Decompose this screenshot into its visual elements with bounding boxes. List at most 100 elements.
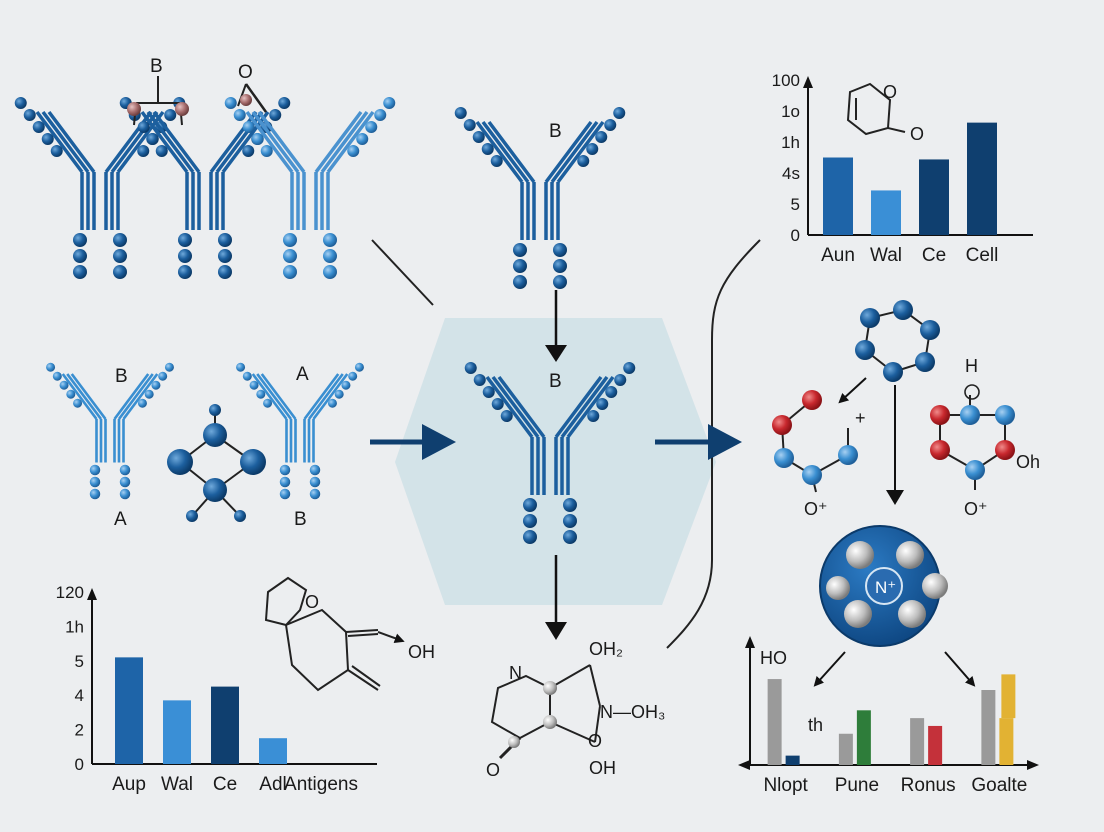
label-o2-bottom-mid: O <box>486 760 500 780</box>
x-axis-arrow-left <box>738 760 750 770</box>
connector-line-left <box>371 239 434 306</box>
label-o-bottom-left: O <box>305 592 319 612</box>
antibody-top-left-1 <box>14 97 186 279</box>
chart-bar <box>785 755 800 765</box>
label-o-top-left: O <box>238 62 253 83</box>
chart-bar <box>981 690 996 765</box>
x-axis-arrow-right <box>1027 760 1039 770</box>
x-tick-label: Nlopt <box>763 775 808 796</box>
chart-bar <box>928 725 943 765</box>
y-tick-label: 100 <box>772 71 800 90</box>
antibody-mid-left-2 <box>236 362 364 500</box>
label-ho-bottom-right: HO <box>760 648 787 668</box>
x-tick-label: Ce <box>922 245 946 266</box>
x-tick-label: Ce <box>213 774 237 795</box>
label-plus: + <box>855 408 866 428</box>
y-tick-label: 0 <box>791 226 800 245</box>
chart-bar <box>211 686 239 764</box>
diamond-molecule <box>167 404 266 522</box>
label-o-bottom-mid: O <box>588 731 602 751</box>
label-oplus-left: O⁺ <box>804 499 828 519</box>
arrow-sphere-right <box>944 651 976 687</box>
y-tick-label: 1o <box>781 102 800 121</box>
y-axis-arrow <box>87 588 97 600</box>
chart-bar <box>823 157 853 235</box>
x-tick-label: Adl <box>259 774 286 795</box>
label-oh-right: Oh <box>1016 452 1040 472</box>
chart-bar <box>910 718 925 765</box>
arrowhead-down-bottom <box>545 622 567 640</box>
top-right-molecule: O O <box>846 82 924 144</box>
y-tick-label: 1h <box>781 133 800 152</box>
arrowhead-right-right <box>708 424 742 460</box>
chart-bar <box>999 718 1014 765</box>
antibody-group <box>14 97 636 544</box>
antibody-top-middle <box>454 107 626 289</box>
label-b-top-middle: B <box>549 121 562 142</box>
top-left-molecule: B O <box>127 56 268 126</box>
label-a-mid-left: A <box>296 364 309 385</box>
x-tick-label: Cell <box>966 245 999 266</box>
nitrogen-sphere: N⁺ <box>819 525 948 647</box>
bottom-middle-structure: N OH₂ N—OH₃ O OH O <box>486 639 665 780</box>
arrowhead-ring-down <box>886 490 904 505</box>
y-tick-label: 120 <box>56 583 84 602</box>
label-b-mid-left: B <box>115 366 128 387</box>
chart-bar <box>856 710 871 765</box>
chart-bar <box>163 700 191 764</box>
arrowhead-down-top <box>545 345 567 362</box>
chart-bottom-right: Nlopt Pune Ronus Goalte <box>738 636 1039 796</box>
y-tick-label: 4s <box>782 164 800 183</box>
label-n-bottom-mid: N <box>509 663 522 683</box>
x-tick-label: Aun <box>821 245 855 266</box>
y-tick-label: 2 <box>75 721 84 740</box>
y-axis-arrow <box>745 636 755 648</box>
x-tick-label: Pune <box>835 775 879 796</box>
x-tick-label: Antigens <box>284 774 358 795</box>
chart-bar <box>919 159 949 235</box>
x-tick-label: Wal <box>870 245 902 266</box>
chart-bar <box>767 679 782 765</box>
ring-molecule-top <box>855 300 940 382</box>
y-tick-label: 0 <box>75 755 84 774</box>
label-oh-bottom-left: OH <box>408 642 435 662</box>
antibody-top-left-3 <box>224 97 396 279</box>
y-tick-label: 4 <box>75 686 84 705</box>
x-tick-label: Aup <box>112 774 146 795</box>
x-tick-label: Wal <box>161 774 193 795</box>
chart-bar <box>115 657 143 764</box>
antibody-mid-left-1 <box>46 362 174 500</box>
chart-bar-stack <box>1001 674 1016 719</box>
y-tick-label: 1h <box>65 617 84 636</box>
label-oh-bottom-mid: OH <box>589 758 616 778</box>
ring-molecule-left: + O⁺ <box>772 390 866 519</box>
label-oh2: OH₂ <box>589 639 623 659</box>
x-tick-label: Goalte <box>971 775 1027 796</box>
label-a-bottom-left: A <box>114 509 127 530</box>
arrowhead-right-left <box>422 424 456 460</box>
y-axis-arrow <box>803 76 813 88</box>
label-b-top-left: B <box>150 56 163 77</box>
arrow-sphere-left <box>813 651 846 687</box>
chart-bar <box>259 738 287 764</box>
chart-bar <box>838 733 853 765</box>
chart-bar <box>871 190 901 235</box>
label-o1-top-right: O <box>883 82 897 102</box>
arrow-ring-to-left <box>838 377 867 404</box>
y-tick-label: 5 <box>791 195 800 214</box>
chart-bar <box>967 122 997 235</box>
ring-molecule-right: H Oh O⁺ <box>930 356 1040 519</box>
label-nplus: N⁺ <box>875 578 896 597</box>
x-tick-label: Ronus <box>901 775 956 796</box>
label-o2-top-right: O <box>910 124 924 144</box>
antibody-top-left-2 <box>119 97 291 279</box>
antibody-center <box>464 362 636 544</box>
label-oplus-right: O⁺ <box>964 499 988 519</box>
label-o-right-top: H <box>965 356 978 376</box>
label-th-bottom-right: th <box>808 715 823 735</box>
label-noh3: N—OH₃ <box>600 702 665 722</box>
label-b-bottom-left: B <box>294 509 307 530</box>
